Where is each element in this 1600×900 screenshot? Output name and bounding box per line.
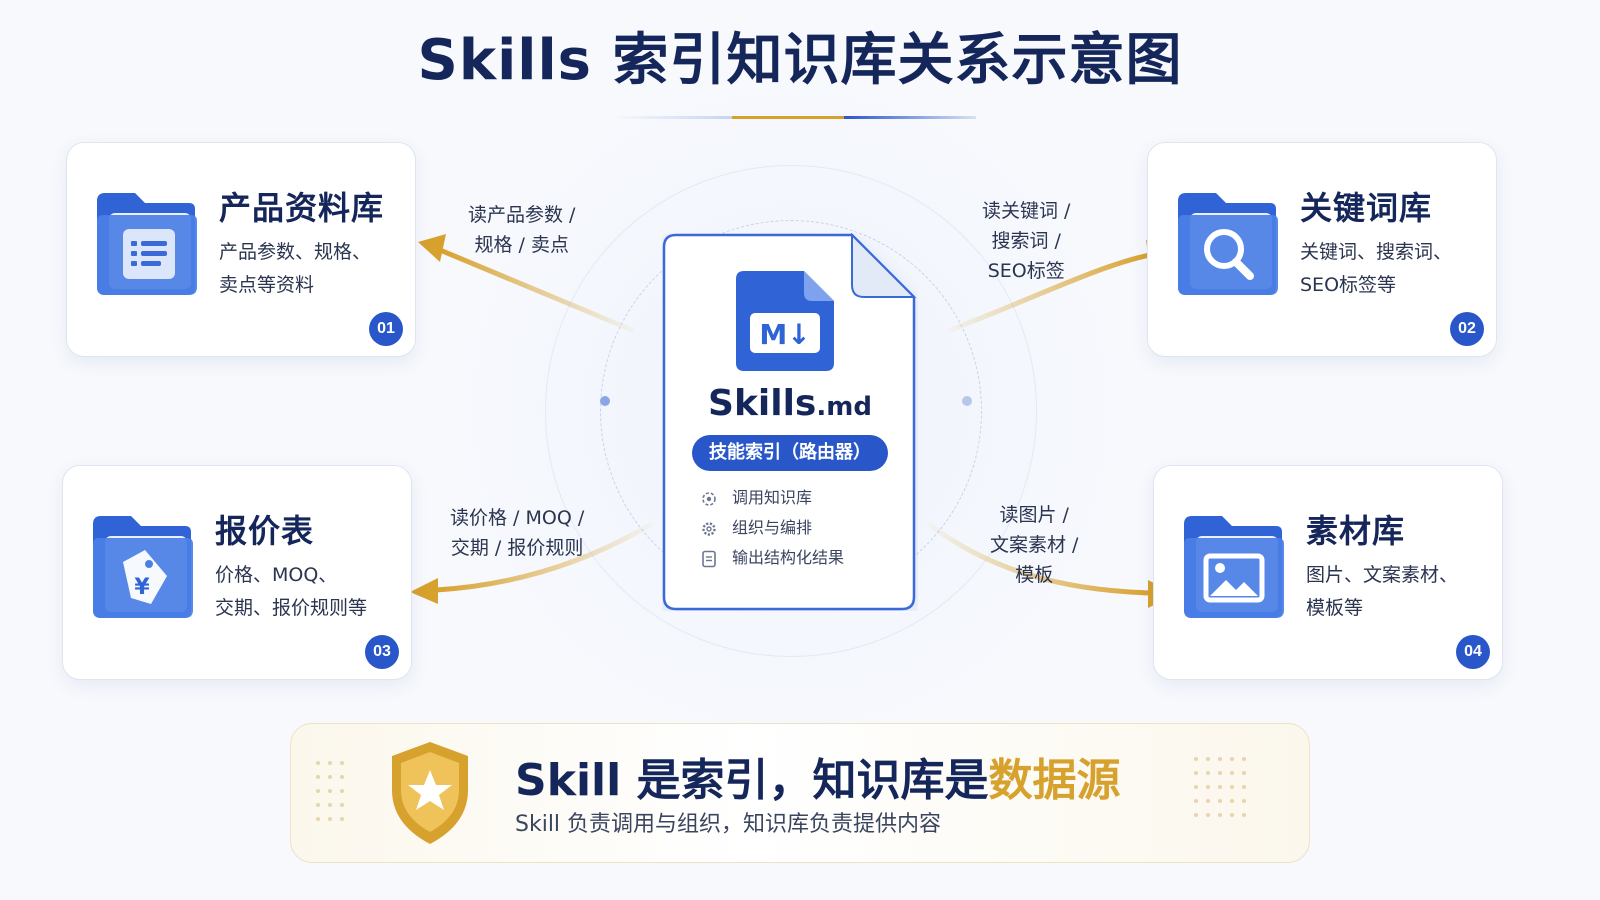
dot-grid-right — [1194, 757, 1246, 817]
document-icon — [702, 550, 716, 568]
orbit-dot-left — [600, 396, 610, 406]
card-title: 报价表 — [215, 512, 315, 550]
arrow-head-quote — [410, 578, 438, 604]
gear-icon — [702, 522, 716, 536]
document-feature-list: 调用知识库 组织与编排 输出结构化结果 — [700, 483, 844, 573]
card-number-badge: 04 — [1456, 635, 1490, 669]
markdown-icon: M↓ — [736, 271, 834, 371]
card-title: 产品资料库 — [219, 189, 385, 227]
card-number-badge: 03 — [365, 635, 399, 669]
arrow-label-product: 读产品参数 /规格 / 卖点 — [468, 204, 576, 256]
arrow-label-quote: 读价格 / MOQ /交期 / 报价规则 — [450, 507, 585, 559]
list-item: 输出结构化结果 — [700, 543, 844, 573]
arrow-label-keywords: 读关键词 /搜索词 /SEO标签 — [982, 200, 1071, 282]
arrow-to-quote — [433, 522, 653, 593]
document-filename: Skills.md — [708, 383, 872, 424]
card-description: 产品参数、规格、卖点等资料 — [219, 241, 372, 296]
card-number-badge: 02 — [1450, 312, 1484, 346]
card-asset-library[interactable]: 素材库 图片、文案素材、模板等 04 — [1153, 465, 1503, 680]
shield-star-icon — [392, 742, 468, 844]
search-folder-icon — [1178, 193, 1278, 295]
orbit-ring-outer — [545, 165, 1037, 657]
card-number-badge: 01 — [369, 312, 403, 346]
svg-text:¥: ¥ — [134, 575, 150, 600]
summary-banner: Skill 是索引，知识库是数据源 Skill 负责调用与组织，知识库负责提供内… — [290, 723, 1310, 863]
arrow-to-product — [437, 247, 635, 333]
card-description: 关键词、搜索词、SEO标签等 — [1300, 241, 1453, 296]
card-description: 价格、MOQ、交期、报价规则等 — [215, 564, 368, 619]
price-tag-folder-icon: ¥ — [93, 516, 193, 618]
title-underline — [612, 116, 976, 119]
link-gear-icon — [702, 492, 716, 506]
list-item: 调用知识库 — [700, 483, 844, 513]
banner-headline: Skill 是索引，知识库是数据源 — [515, 755, 1121, 806]
dot-grid-left — [316, 761, 344, 821]
banner-subtitle: Skill 负责调用与组织，知识库负责提供内容 — [515, 812, 942, 837]
image-folder-icon — [1184, 516, 1284, 618]
card-description: 图片、文案素材、模板等 — [1306, 564, 1459, 619]
router-pill: 技能索引（路由器） — [692, 435, 888, 471]
skills-md-document[interactable]: M↓ Skills.md 技能索引（路由器） 调用知识库 组织与编排 输出结构化… — [662, 233, 918, 611]
list-folder-icon — [97, 193, 197, 295]
card-product-library[interactable]: 产品资料库 产品参数、规格、卖点等资料 01 — [66, 142, 416, 357]
arrow-to-keywords — [947, 252, 1153, 333]
arrow-label-assets: 读图片 /文案素材 /模板 — [990, 504, 1079, 586]
card-title: 素材库 — [1306, 512, 1406, 550]
card-title: 关键词库 — [1300, 189, 1433, 227]
arrow-head-product — [418, 234, 446, 262]
svg-text:M↓: M↓ — [759, 318, 810, 351]
document-shape — [662, 233, 917, 611]
card-quote-table[interactable]: ¥ 报价表 价格、MOQ、交期、报价规则等 03 — [62, 465, 412, 680]
arrow-to-assets — [927, 522, 1153, 596]
page-title: Skills 索引知识库关系示意图 — [417, 28, 1183, 93]
list-item: 组织与编排 — [700, 513, 844, 543]
orbit-dot-right — [962, 396, 972, 406]
card-keyword-library[interactable]: 关键词库 关键词、搜索词、SEO标签等 02 — [1147, 142, 1497, 357]
